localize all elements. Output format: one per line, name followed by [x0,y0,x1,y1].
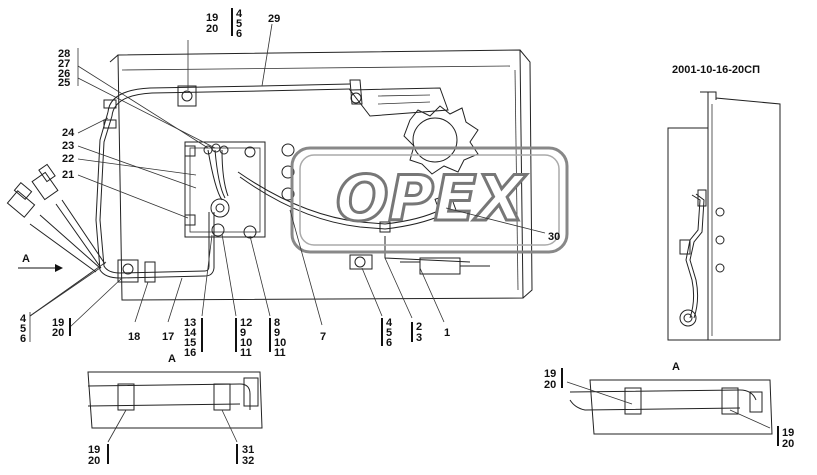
callout-13: 13 [184,317,196,329]
callout-19-viewa: 19 [88,444,100,456]
callout-22: 22 [62,153,74,165]
callout-4-mid: 4 [386,317,393,329]
callout-26: 26 [58,68,70,80]
callout-21: 21 [62,169,74,181]
callout-2: 2 [416,321,422,333]
center-cables [203,143,490,275]
callout-9-a: 9 [240,327,246,339]
callout-1: 1 [444,327,450,339]
callout-4-left: 4 [20,313,27,325]
top-harness [103,83,351,129]
callout-31: 31 [242,444,254,456]
panel-holes [184,143,391,239]
view-a-left [87,371,263,429]
view-label-left: А [168,353,176,365]
callout-5: 5 [236,18,242,30]
callout-28: 28 [58,48,70,60]
view-a-right [569,379,773,435]
callout-11-a: 11 [240,347,252,359]
callout-15: 15 [184,337,196,349]
callout-9-b: 9 [274,327,280,339]
callout-32: 32 [242,455,254,467]
view-label-right: А [672,361,680,373]
callout-6-left: 6 [20,333,26,345]
callout-3: 3 [416,332,422,344]
callout-10-b: 10 [274,337,286,349]
left-harness [95,111,215,283]
callout-20-rv-bot: 20 [782,438,794,450]
callout-7: 7 [320,331,326,343]
callout-19: 19 [206,12,218,24]
callout-10-a: 10 [240,337,252,349]
callout-20: 20 [206,23,218,35]
callout-20-viewa: 20 [88,455,100,467]
gear-shape [403,105,479,175]
callout-19-rv-top: 19 [544,368,556,380]
callout-20-rv-top: 20 [544,379,556,391]
cable-connectors [6,163,106,273]
callout-8: 8 [274,317,280,329]
callout-11-b: 11 [274,347,286,359]
callout-25: 25 [58,77,70,89]
watermark: OPEX [290,146,569,254]
callout-24: 24 [62,127,75,139]
callout-4: 4 [236,8,243,20]
callout-16: 16 [184,347,196,359]
callout-20-left: 20 [52,327,64,339]
side-view [667,91,781,341]
drawing-code: 2001-10-16-20СП [672,64,760,76]
callout-bars [29,8,779,464]
callout-5-left: 5 [20,323,26,335]
callout-17: 17 [162,331,174,343]
callout-6: 6 [236,28,242,40]
callout-18: 18 [128,331,140,343]
callout-labels: 19 20 4 5 6 29 28 27 26 25 24 23 22 21 3… [20,8,794,467]
callout-14: 14 [184,327,197,339]
callout-27: 27 [58,58,70,70]
callout-19-rv-bot: 19 [782,427,794,439]
callout-12: 12 [240,317,252,329]
callout-19-left: 19 [52,317,64,329]
arrow-label: А [22,253,30,265]
callout-30: 30 [548,231,560,243]
view-arrow: А [18,253,63,272]
callout-5-mid: 5 [386,327,392,339]
callout-29: 29 [268,13,280,25]
callout-6-mid: 6 [386,337,392,349]
watermark-text: OPEX [336,162,527,235]
callout-23: 23 [62,140,74,152]
upper-latch [349,79,449,117]
leader-lines [29,23,771,443]
